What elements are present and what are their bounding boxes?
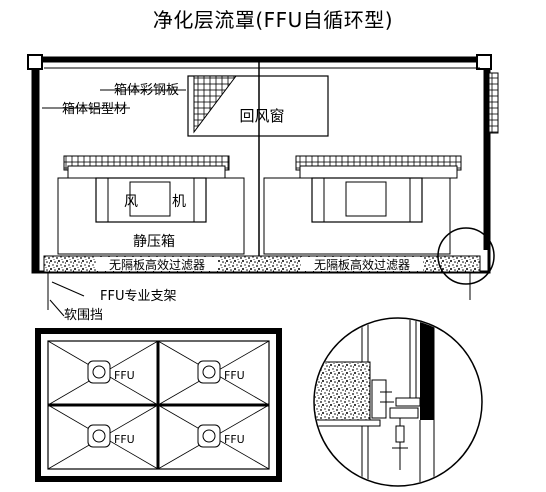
- label-box-color-steel: 箱体彩钢板: [100, 82, 186, 98]
- fan-label-right: 机: [172, 194, 186, 210]
- svg-text:FFU专业支架: FFU专业支架: [100, 289, 176, 304]
- fan-unit-right: [263, 155, 462, 255]
- ffu-label-2: FFU: [224, 369, 245, 382]
- plan-view: [35, 328, 282, 482]
- hepa-label-right: 无隔板高效过滤器: [314, 257, 410, 272]
- ffu-unit-2: FFU: [197, 360, 245, 384]
- ffu-unit-1: FFU: [87, 360, 135, 384]
- svg-text:箱体铝型材: 箱体铝型材: [62, 101, 127, 117]
- diagram-title: 净化层流罩(FFU自循环型): [152, 8, 394, 32]
- static-box-label: 静压箱: [133, 234, 175, 250]
- ffu-label-1: FFU: [114, 369, 135, 382]
- return-air-window-label: 回风窗: [239, 107, 284, 125]
- svg-text:箱体彩钢板: 箱体彩钢板: [114, 82, 179, 98]
- ffu-label-4: FFU: [224, 433, 245, 446]
- fan-unit-left: 风 机 静压箱: [57, 155, 245, 255]
- detail-view: [313, 317, 483, 487]
- label-box-aluminum: 箱体铝型材: [42, 101, 130, 117]
- hepa-label-left: 无隔板高效过滤器: [109, 257, 205, 272]
- svg-text:软围挡: 软围挡: [64, 308, 103, 323]
- hepa-filter-band: 无隔板高效过滤器 无隔板高效过滤器: [43, 255, 481, 273]
- label-ffu-bracket: FFU专业支架: [47, 272, 176, 310]
- ffu-unit-4: FFU: [197, 424, 245, 448]
- return-air-window: 回风窗: [187, 75, 329, 137]
- ffu-unit-3: FFU: [87, 424, 135, 448]
- label-soft-curtain: 软围挡: [49, 299, 103, 323]
- ffu-label-3: FFU: [114, 433, 135, 446]
- detail-marker-circle: [437, 227, 495, 285]
- fan-label-left: 风: [124, 194, 138, 210]
